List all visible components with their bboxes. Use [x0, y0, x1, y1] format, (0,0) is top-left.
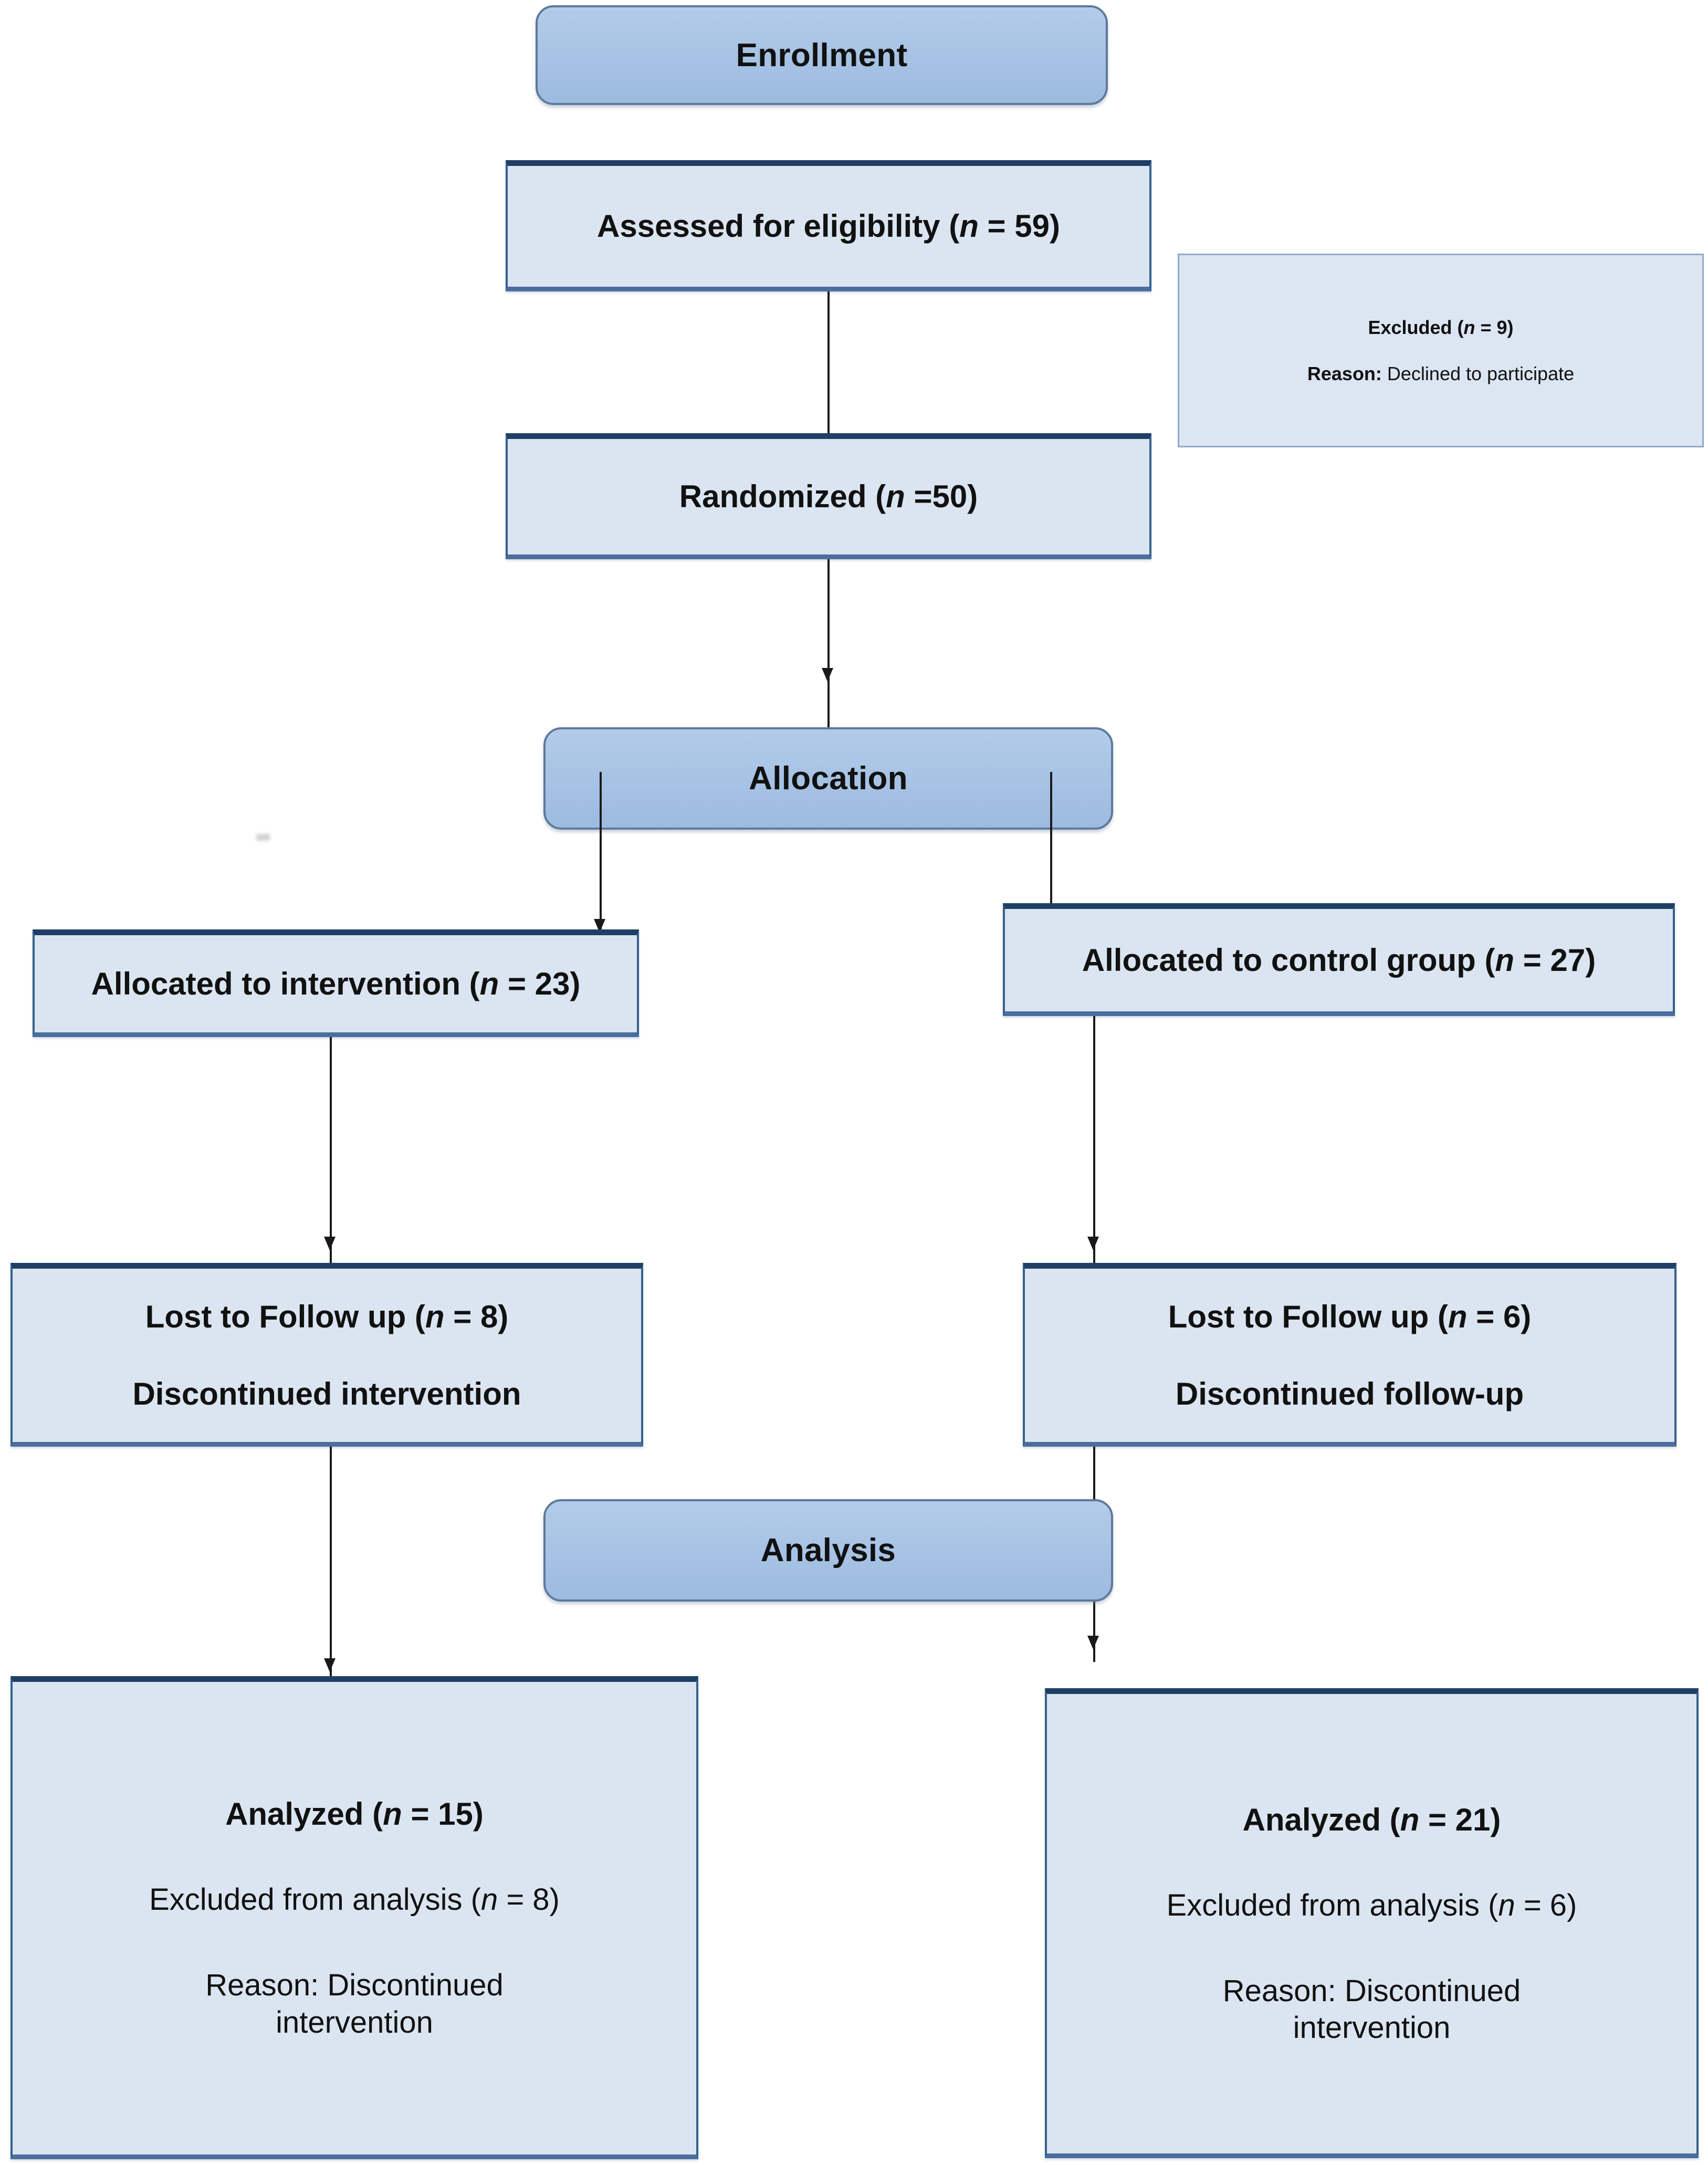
analyzed-intervention-reason-line2: intervention	[276, 2005, 433, 2040]
box-analyzed-intervention: Analyzed (n = 15) Excluded from analysis…	[11, 1676, 698, 2159]
stage-banner-analysis: Analysis	[543, 1499, 1113, 1602]
analyzed-control-reason-line1: Reason: Discontinued	[1222, 1973, 1521, 2008]
allocated-intervention-text: Allocated to intervention (n = 23)	[91, 966, 581, 1001]
box-lost-followup-control: Lost to Follow up (n = 6) Discontinued f…	[1023, 1263, 1676, 1447]
analyzed-intervention-reason-line1: Reason: Discontinued	[205, 1968, 504, 2003]
n-symbol: n	[1400, 1802, 1420, 1837]
connector-control-to-followup	[1093, 1016, 1095, 1263]
n-symbol: n	[886, 479, 905, 515]
connector-allocation-to-control	[1050, 772, 1052, 929]
scan-artifact	[256, 834, 270, 841]
connector-assessed-to-randomized	[827, 291, 830, 433]
connector-intervention-to-followup	[330, 1037, 332, 1263]
analyzed-intervention-count: Analyzed (n = 15)	[225, 1796, 484, 1832]
lost-followup-intervention-detail: Discontinued intervention	[132, 1376, 521, 1411]
box-analyzed-control: Analyzed (n = 21) Excluded from analysis…	[1045, 1688, 1699, 2158]
box-assessed-for-eligibility: Assessed for eligibility (n = 59)	[506, 160, 1151, 291]
arrowhead-followup-to-analyzed-control	[1087, 1636, 1099, 1649]
arrowhead-allocation-to-intervention	[594, 919, 605, 933]
box-randomized: Randomized (n =50)	[506, 433, 1151, 559]
n-symbol: n	[1463, 316, 1475, 338]
excluded-count-text: Excluded (n = 9)	[1368, 316, 1514, 338]
stage-label-enrollment: Enrollment	[736, 37, 908, 74]
n-symbol: n	[383, 1796, 402, 1832]
excluded-reason-text: Reason: Declined to participate	[1307, 362, 1575, 384]
box-lost-followup-intervention: Lost to Follow up (n = 8) Discontinued i…	[11, 1263, 643, 1447]
arrowhead-randomized-to-allocation	[822, 668, 833, 682]
arrowhead-followup-to-analyzed-intervention	[324, 1658, 336, 1672]
stage-banner-enrollment: Enrollment	[536, 5, 1108, 105]
lost-followup-control-count: Lost to Follow up (n = 6)	[1168, 1299, 1532, 1334]
box-allocated-control: Allocated to control group (n = 27)	[1003, 903, 1675, 1016]
connector-allocation-to-intervention	[600, 772, 602, 940]
n-symbol: n	[1448, 1299, 1468, 1334]
arrowhead-control-to-followup	[1087, 1237, 1099, 1250]
lost-followup-intervention-count: Lost to Follow up (n = 8)	[145, 1299, 509, 1334]
n-symbol: n	[480, 1882, 498, 1917]
randomized-text: Randomized (n =50)	[679, 479, 978, 515]
box-excluded: Excluded (n = 9) Reason: Declined to par…	[1178, 254, 1704, 447]
n-symbol: n	[1498, 1888, 1515, 1922]
n-symbol: n	[1495, 942, 1515, 978]
analyzed-control-count: Analyzed (n = 21)	[1242, 1802, 1501, 1837]
n-symbol: n	[425, 1299, 445, 1334]
stage-banner-allocation: Allocation	[543, 727, 1113, 830]
n-symbol: n	[479, 966, 499, 1001]
analyzed-intervention-excluded: Excluded from analysis (n = 8)	[149, 1882, 560, 1917]
analyzed-control-excluded: Excluded from analysis (n = 6)	[1166, 1888, 1577, 1922]
n-symbol: n	[959, 208, 979, 244]
connector-followup-to-analyzed-intervention	[330, 1447, 332, 1683]
stage-label-allocation: Allocation	[749, 760, 908, 797]
box-allocated-intervention: Allocated to intervention (n = 23)	[33, 929, 639, 1037]
analyzed-control-reason-line2: intervention	[1293, 2011, 1451, 2045]
lost-followup-control-detail: Discontinued follow-up	[1175, 1376, 1524, 1411]
assessed-text: Assessed for eligibility (n = 59)	[597, 208, 1060, 244]
arrowhead-intervention-to-followup	[324, 1237, 336, 1250]
stage-label-analysis: Analysis	[760, 1532, 896, 1568]
allocated-control-text: Allocated to control group (n = 27)	[1082, 942, 1596, 978]
